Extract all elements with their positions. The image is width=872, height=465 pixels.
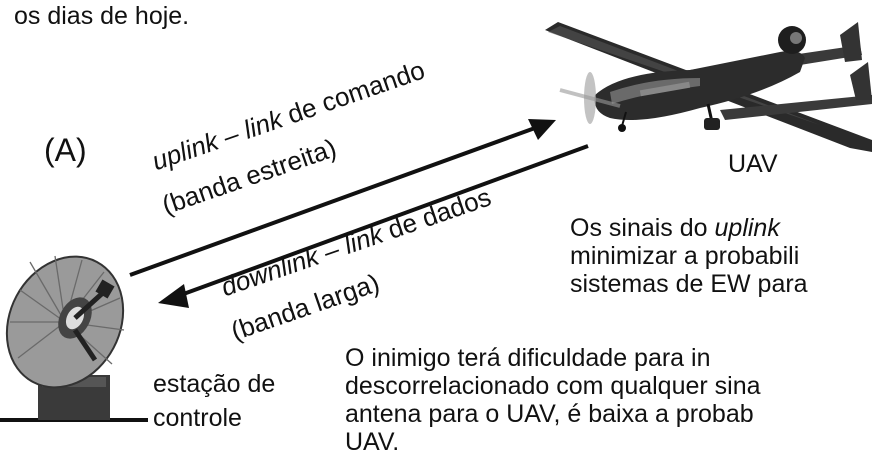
uav-note-line1: Os sinais do uplink xyxy=(570,214,780,242)
downlink-arrow xyxy=(158,144,589,308)
ground-antenna-icon xyxy=(0,255,148,422)
intro-text: os dias de hoje. xyxy=(14,2,190,30)
uav-aircraft-icon xyxy=(545,22,872,152)
station-label-line1: estação de xyxy=(153,370,276,398)
station-label-line2: controle xyxy=(153,404,242,432)
enemy-note-line4: UAV. xyxy=(345,428,400,456)
uav-note-line2: minimizar a probabili xyxy=(570,242,800,270)
uav-note-line3: sistemas de EW para xyxy=(570,270,808,298)
enemy-note-line3: antena para o UAV, é baixa a probab xyxy=(345,400,754,428)
uplink-arrow xyxy=(129,119,556,277)
enemy-note-line1: O inimigo terá dificuldade para in xyxy=(345,344,711,372)
panel-label: (A) xyxy=(44,132,87,168)
enemy-note-line2: descorrelacionado com qualquer sina xyxy=(345,372,761,400)
uav-label: UAV xyxy=(728,150,778,178)
